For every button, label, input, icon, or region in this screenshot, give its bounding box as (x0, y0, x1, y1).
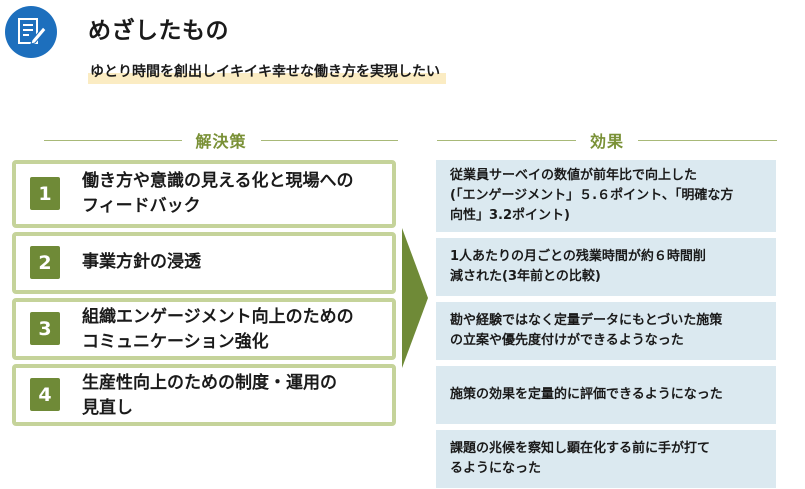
solution-number: 2 (30, 246, 60, 279)
effect-item: 1人あたりの月ごとの残業時間が約６時間削 減された(3年前との比較) (436, 238, 776, 296)
effect-item: 施策の効果を定量的に評価できるようになった (436, 366, 776, 424)
effect-text: 課題の兆候を察知し顕在化する前に手が打て るようになった (450, 439, 710, 479)
document-pencil-icon (18, 18, 47, 45)
divider-line (44, 139, 182, 141)
effect-text: 勘や経験ではなく定量データにもとづいた施策 の立案や優先度付けができるようなった (450, 311, 722, 351)
header-icon-badge (5, 6, 57, 58)
solution-item: 3 組織エンゲージメント向上のための コミュニケーション強化 (12, 298, 396, 360)
solution-text: 組織エンゲージメント向上のための コミュニケーション強化 (82, 305, 386, 355)
effect-text-line: 従業員サーベイの数値が前年比で向上した (450, 168, 698, 183)
solution-item: 1 働き方や意識の見える化と現場への フィードバック (12, 160, 396, 228)
effect-text: 施策の効果を定量的に評価できるようになった (450, 385, 723, 405)
effect-text-line: 減された(3年前との比較) (450, 269, 601, 284)
solution-item: 2 事業方針の浸透 (12, 232, 396, 294)
page-title: めざしたもの (88, 18, 229, 44)
chevron-right-arrow-icon (402, 228, 428, 368)
solutions-heading-row: 解決策 (44, 130, 399, 151)
solution-text-line: コミュニケーション強化 (82, 332, 269, 352)
solutions-heading: 解決策 (195, 132, 247, 151)
effect-text: 従業員サーベイの数値が前年比で向上した (「エンゲージメント」５.６ポイント、「… (450, 166, 733, 226)
effects-heading: 効果 (590, 132, 625, 151)
solution-text-line: 働き方や意識の見える化と現場への (82, 171, 354, 191)
solution-text-line: 生産性向上のための制度・運用の (82, 373, 337, 393)
solution-number: 1 (30, 177, 60, 210)
solution-text: 生産性向上のための制度・運用の 見直し (82, 371, 386, 421)
effect-text-line: 1人あたりの月ごとの残業時間が約６時間削 (450, 249, 706, 264)
divider-line (437, 139, 576, 141)
effect-item: 従業員サーベイの数値が前年比で向上した (「エンゲージメント」５.６ポイント、「… (436, 160, 776, 232)
effect-text-line: の立案や優先度付けができるようなった (450, 333, 684, 348)
divider-line (638, 139, 778, 141)
divider-line (260, 139, 399, 141)
solution-text: 事業方針の浸透 (82, 250, 386, 275)
effect-item: 課題の兆候を察知し顕在化する前に手が打て るようになった (436, 430, 776, 488)
solution-text: 働き方や意識の見える化と現場への フィードバック (82, 169, 386, 219)
solution-text-line: 組織エンゲージメント向上のための (82, 307, 354, 327)
effect-text-line: 向性」3.2ポイント) (450, 208, 570, 223)
solution-text-line: フィードバック (82, 196, 201, 216)
effect-text-line: 課題の兆候を察知し顕在化する前に手が打て (450, 441, 711, 456)
effect-item: 勘や経験ではなく定量データにもとづいた施策 の立案や優先度付けができるようなった (436, 302, 776, 360)
solution-number: 3 (30, 312, 60, 345)
solution-number: 4 (30, 378, 60, 411)
effect-text: 1人あたりの月ごとの残業時間が約６時間削 減された(3年前との比較) (450, 247, 706, 287)
effects-heading-row: 効果 (437, 130, 778, 151)
solution-item: 4 生産性向上のための制度・運用の 見直し (12, 364, 396, 426)
effect-text-line: るようになった (450, 461, 542, 476)
solution-text-line: 事業方針の浸透 (82, 252, 201, 272)
page-subtitle: ゆとり時間を創出しイキイキ幸せな働き方を実現したい (88, 60, 446, 84)
solution-text-line: 見直し (82, 398, 133, 418)
effect-text-line: 勘や経験ではなく定量データにもとづいた施策 (450, 313, 723, 328)
effect-text-line: 施策の効果を定量的に評価できるようになった (450, 387, 723, 402)
effect-text-line: (「エンゲージメント」５.６ポイント、「明確な方 (450, 188, 734, 203)
